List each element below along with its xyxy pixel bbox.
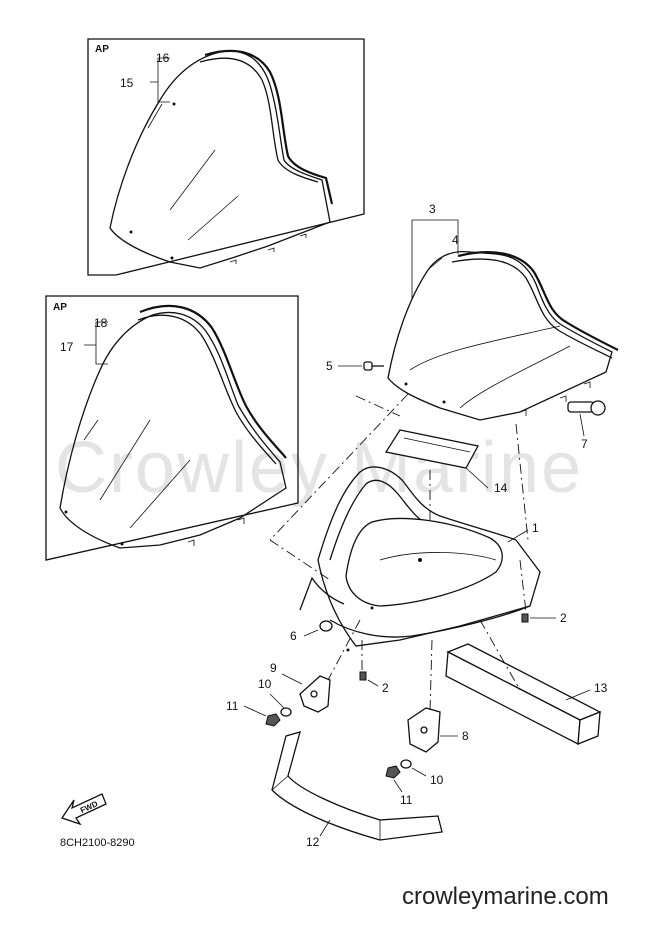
screw-5: 5	[326, 359, 384, 373]
callout-15: 15	[120, 76, 134, 90]
callout-10-left: 10	[258, 677, 272, 691]
windshield-assembly: 3 4	[387, 202, 619, 421]
ap-label-lower: AP	[53, 302, 67, 313]
ap-box-upper: AP 16 15	[87, 38, 365, 276]
callout-4: 4	[452, 233, 459, 247]
pad-14: 14	[384, 429, 508, 495]
callout-17: 17	[60, 340, 74, 354]
callout-7: 7	[581, 437, 588, 451]
callout-8: 8	[462, 729, 469, 743]
callout-2-right: 2	[560, 611, 567, 625]
callout-16: 16	[156, 51, 170, 65]
grommet-6: 6	[290, 620, 333, 643]
washer-nut-left: 10 11	[226, 677, 292, 727]
callout-6: 6	[290, 629, 297, 643]
bolt-2-left: 2	[359, 671, 389, 695]
clip-7: 7	[567, 400, 606, 451]
ap-label-upper: AP	[95, 44, 109, 55]
callout-18: 18	[94, 316, 108, 330]
callout-13: 13	[594, 681, 608, 695]
callout-14: 14	[494, 481, 508, 495]
bracket-8: 8	[407, 707, 469, 753]
callout-5: 5	[326, 359, 333, 373]
callout-12: 12	[306, 835, 320, 849]
bumper-12: 12	[271, 731, 443, 849]
watermark: Crowley Marine	[55, 428, 583, 508]
callout-1: 1	[532, 521, 539, 535]
callout-11-left: 11	[226, 699, 239, 713]
forward-label: FWD	[79, 799, 100, 815]
callout-9: 9	[270, 661, 277, 675]
ap-box-lower: AP 18 17	[45, 295, 299, 561]
callout-2-left: 2	[382, 681, 389, 695]
callout-11-right: 11	[400, 793, 413, 807]
callout-10-right: 10	[430, 773, 444, 787]
washer-nut-right: 10 11	[385, 759, 444, 807]
bracket-9: 9	[270, 661, 331, 713]
block-13: 13	[445, 643, 608, 746]
leader-lines	[269, 393, 529, 713]
forward-arrow-icon: FWD	[60, 793, 107, 826]
callout-3: 3	[429, 202, 436, 216]
cowling-1: 1	[299, 466, 541, 652]
site-footer: crowleymarine.com	[402, 883, 609, 910]
bolt-2-right: 2	[521, 611, 567, 625]
diagram-code: 8CH2100-8290	[60, 837, 135, 849]
